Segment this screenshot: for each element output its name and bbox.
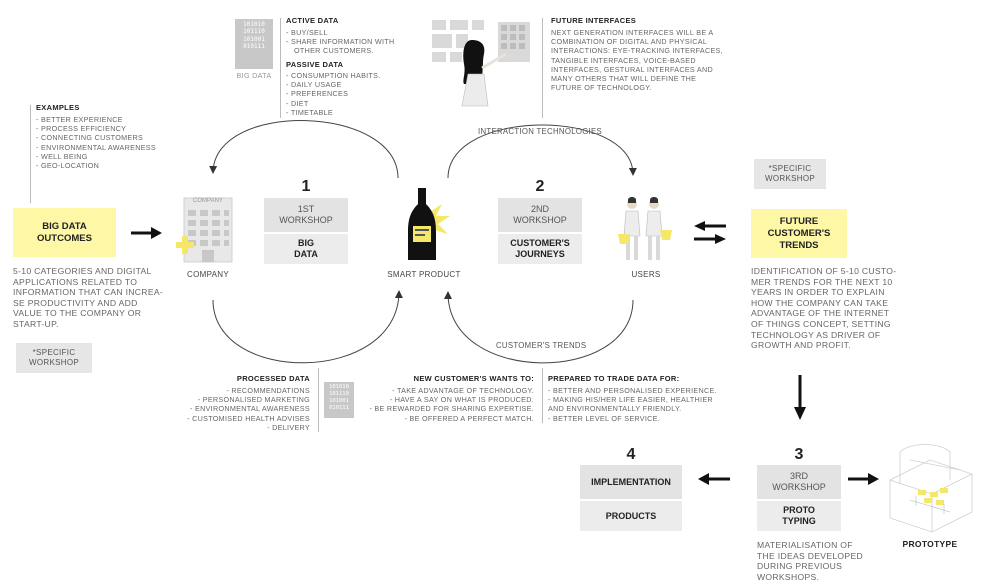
- arc-smart-to-users: [447, 124, 637, 179]
- prototype-model-illustration: [889, 444, 973, 533]
- arrow-exchange-users-trends: [694, 221, 726, 244]
- processed-data-list: - RECOMMENDATIONS- PERSONALISED MARKETIN…: [187, 386, 310, 432]
- company-sign: COMPANY: [193, 198, 223, 204]
- workshop-2-number: 2: [535, 178, 545, 195]
- future-interfaces-title: FUTURE INTERFACES: [551, 16, 637, 25]
- trade-data-list: - BETTER AND PERSONALISED EXPERIENCE.- M…: [548, 386, 717, 423]
- processed-data-title: PROCESSED DATA: [236, 374, 310, 383]
- implementation-box: IMPLEMENTATION: [580, 465, 682, 499]
- arc-users-to-smart: [444, 291, 634, 364]
- new-customer-list: - TAKE ADVANTAGE OF TECHNOLOGY.- HAVE A …: [369, 386, 534, 423]
- users-icon: [618, 197, 672, 260]
- products-box: PRODUCTS: [580, 501, 682, 531]
- new-customer-title: NEW CUSTOMER'S WANTS TO:: [413, 374, 534, 383]
- arrow-trends-to-workshop3: [794, 375, 806, 420]
- passive-data-list: - CONSUMPTION HABITS.- DAILY USAGE- PREF…: [286, 71, 381, 117]
- leader-data-notes: [280, 18, 281, 118]
- prototype-label: PROTOTYPE: [902, 539, 958, 549]
- touch-interface-illustration: [432, 20, 530, 107]
- workshop-3-number: 3: [794, 446, 804, 463]
- workshop-1-number: 1: [301, 178, 311, 195]
- arrow-workshop3-to-implementation: [698, 473, 730, 485]
- examples-list: - BETTER EXPERIENCE- PROCESS EFFICIENCY-…: [36, 115, 156, 171]
- arrow-outcomes-to-company: [131, 227, 162, 239]
- smart-product-label: SMART PRODUCT: [387, 270, 461, 279]
- customers-trends-label: CUSTOMER'S TRENDS: [496, 341, 587, 350]
- workshop-4-number: 4: [626, 446, 636, 463]
- arc-company-to-smart: [212, 290, 403, 364]
- arc-smart-to-company: [209, 120, 399, 179]
- workshop-1-header: 1stWORKSHOP: [264, 198, 348, 232]
- company-label: COMPANY: [187, 270, 229, 279]
- workshop-3-header: 3rdWORKSHOP: [757, 465, 841, 499]
- future-trends-text: IDENTIFICATION OF 5-10 CUSTO-MER TRENDS …: [751, 266, 897, 351]
- active-data-title: ACTIVE DATA: [286, 16, 339, 25]
- users-label: USERS: [631, 270, 661, 279]
- leader-customer-wants: [542, 368, 543, 423]
- leader-future-interfaces: [542, 18, 543, 118]
- examples-title: EXAMPLES: [36, 103, 80, 112]
- arrow-workshop3-to-prototype: [848, 473, 879, 485]
- active-data-list: - BUY/SELL- SHARE INFORMATION WITH OTHER…: [286, 28, 395, 56]
- passive-data-title: PASSIVE DATA: [286, 60, 344, 69]
- leader-examples: [30, 105, 31, 203]
- leader-processed-data: [318, 368, 319, 432]
- smart-product-bottle-icon: [408, 188, 450, 260]
- trade-data-title: PREPARED TO TRADE DATA FOR:: [548, 374, 680, 383]
- big-data-caption: BIG DATA: [236, 71, 272, 80]
- company-building-icon: [176, 197, 233, 263]
- workshop-2-header: 2ndWORKSHOP: [498, 198, 582, 232]
- interaction-technologies-label: INTERACTION TECHNOLOGIES: [478, 127, 603, 136]
